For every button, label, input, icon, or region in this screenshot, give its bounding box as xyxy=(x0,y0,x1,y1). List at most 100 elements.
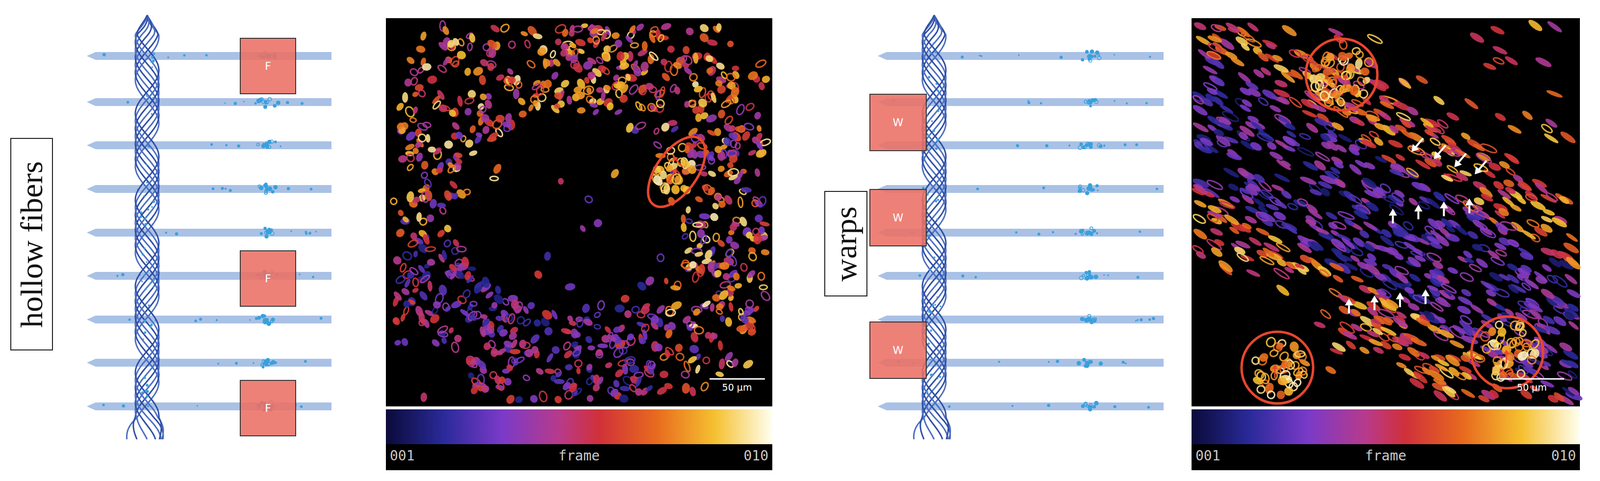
cell xyxy=(746,268,757,280)
cell xyxy=(446,163,457,174)
cell-cluster xyxy=(1076,360,1081,365)
cell xyxy=(744,298,755,309)
cell xyxy=(685,205,691,214)
cell-cluster xyxy=(265,318,269,322)
cell xyxy=(415,152,425,163)
cell-dot xyxy=(151,66,153,69)
cell xyxy=(666,45,675,53)
cell xyxy=(1551,314,1568,328)
cell-cluster xyxy=(1081,58,1084,61)
cell xyxy=(694,195,704,204)
cell-cluster xyxy=(1088,270,1092,274)
cell-cluster xyxy=(259,185,264,190)
cell xyxy=(681,314,693,325)
cell xyxy=(694,251,704,257)
cell-dot xyxy=(152,52,156,55)
hollow-fiber xyxy=(86,141,332,150)
cell xyxy=(412,250,418,258)
cell xyxy=(698,31,711,44)
cell xyxy=(655,303,667,315)
cell xyxy=(576,317,584,328)
cell xyxy=(1246,21,1260,33)
cell xyxy=(647,359,657,370)
cell-dot xyxy=(978,54,981,57)
cell xyxy=(684,145,690,154)
cell-cluster xyxy=(261,359,266,363)
cell xyxy=(553,91,563,101)
cell xyxy=(618,93,630,105)
cell xyxy=(1492,179,1505,191)
cell xyxy=(1324,210,1339,221)
cell xyxy=(447,108,458,118)
cell xyxy=(462,188,471,196)
cell-dot xyxy=(1103,274,1105,276)
cell xyxy=(495,73,506,82)
cell-dot xyxy=(225,144,228,147)
cell-dot xyxy=(237,144,241,148)
cell-dot xyxy=(929,373,933,377)
cell-dot xyxy=(1059,55,1064,59)
cell xyxy=(1425,251,1443,263)
cell-cluster xyxy=(1097,56,1101,60)
cell-dot xyxy=(934,200,938,203)
cell xyxy=(503,76,514,88)
cell-dot xyxy=(128,318,131,321)
cell xyxy=(624,34,635,44)
cell xyxy=(729,240,740,251)
cell xyxy=(584,94,596,105)
cell xyxy=(689,230,697,242)
cell-dot xyxy=(144,388,148,392)
cell-dot xyxy=(315,230,317,232)
cell xyxy=(427,75,438,85)
cell xyxy=(1209,226,1224,237)
cell xyxy=(705,113,718,124)
cell xyxy=(604,361,613,369)
cell-dot xyxy=(1047,360,1050,363)
cell xyxy=(729,85,741,99)
cell xyxy=(454,156,463,165)
cell xyxy=(641,329,649,340)
cell-cluster xyxy=(1089,359,1093,363)
cell xyxy=(715,370,725,378)
cell-cluster xyxy=(266,360,269,363)
cell-cluster xyxy=(1082,274,1085,277)
cell xyxy=(463,138,475,150)
cell xyxy=(415,45,426,54)
cell xyxy=(1288,48,1302,59)
cell-dot xyxy=(152,285,154,288)
cell-dot xyxy=(1125,102,1128,105)
cell-cluster xyxy=(260,363,264,366)
cell xyxy=(1414,158,1432,171)
cell xyxy=(423,177,432,189)
cell-dot xyxy=(252,361,255,364)
cell xyxy=(568,24,576,33)
cell xyxy=(709,211,720,223)
cell xyxy=(585,393,595,403)
cell xyxy=(585,362,594,371)
cell xyxy=(618,393,630,404)
cell xyxy=(1440,384,1457,399)
cell-dot xyxy=(143,376,147,379)
cell xyxy=(1534,274,1549,285)
cell-cluster xyxy=(1081,228,1084,232)
cell xyxy=(550,344,561,355)
cell xyxy=(522,373,531,381)
cell xyxy=(1559,129,1577,145)
cell xyxy=(709,303,715,312)
cell-dot xyxy=(145,260,148,263)
cell xyxy=(672,60,683,70)
cell xyxy=(1482,61,1498,72)
cell-dot xyxy=(149,282,152,285)
cell-cluster xyxy=(261,144,266,149)
hollow-fiber xyxy=(877,402,1164,410)
cell xyxy=(505,362,515,372)
cell xyxy=(675,352,685,361)
cell xyxy=(1268,150,1284,161)
cell-cluster xyxy=(1084,100,1088,103)
cell xyxy=(479,57,490,68)
cell-dot xyxy=(319,316,323,320)
cell xyxy=(634,376,643,388)
cell-dot xyxy=(286,186,291,191)
cell-cluster xyxy=(270,228,273,231)
cell xyxy=(736,324,747,332)
